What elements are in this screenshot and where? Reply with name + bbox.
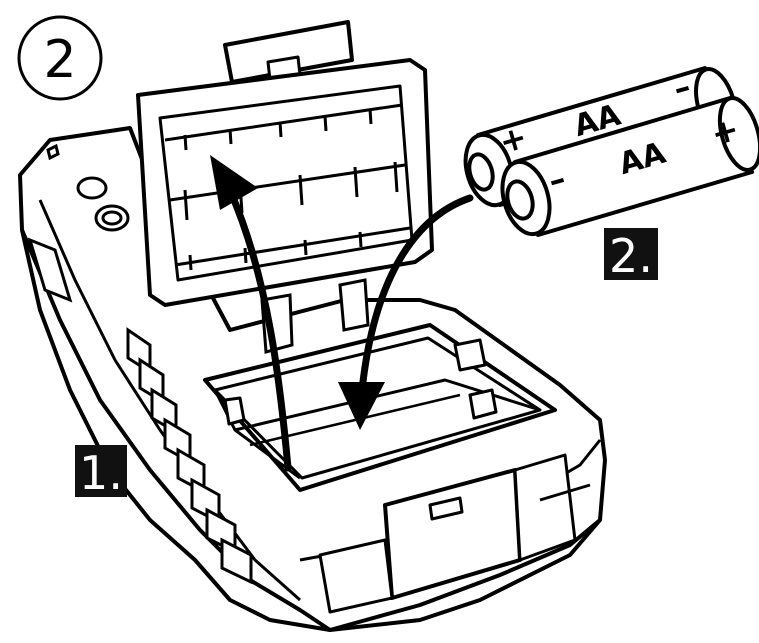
open-lid bbox=[136, 20, 434, 307]
step-1-label: 1. bbox=[75, 445, 127, 500]
step-number: 2 bbox=[43, 30, 76, 90]
arrow-open-lid bbox=[210, 155, 292, 472]
battery-front bbox=[500, 96, 759, 237]
grip-ridges bbox=[126, 327, 253, 585]
step-indicator: 2 bbox=[17, 15, 103, 101]
front-latch bbox=[318, 453, 591, 614]
side-details bbox=[27, 143, 130, 303]
step-2-label: 2. bbox=[604, 228, 658, 283]
step-2-text: 2. bbox=[609, 229, 653, 283]
step-1-text: 1. bbox=[79, 446, 123, 500]
arrow-insert-batteries bbox=[338, 194, 474, 430]
